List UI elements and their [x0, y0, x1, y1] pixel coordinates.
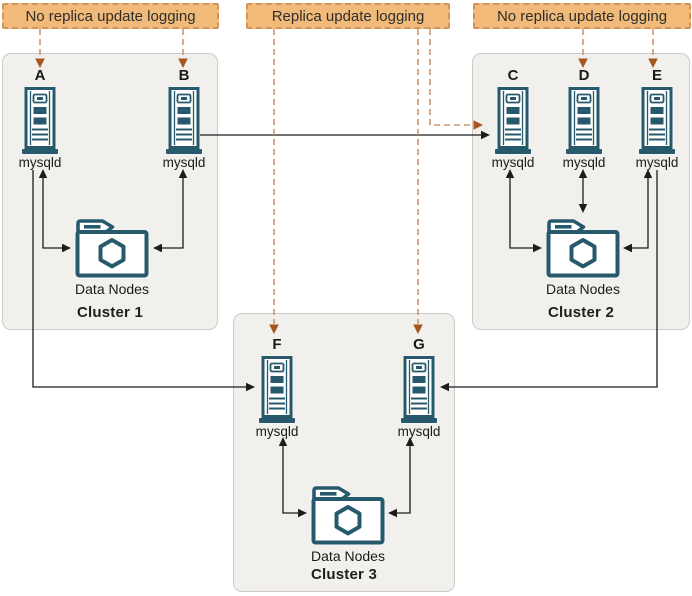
node-letter: D	[578, 67, 590, 84]
dashed-legend-to-c	[429, 29, 473, 126]
node-letter: G	[413, 336, 425, 353]
server-tower-icon	[565, 87, 603, 155]
mysqld-label: mysqld	[18, 155, 62, 170]
server-tower-icon	[21, 87, 59, 155]
cluster-3-box: F mysqld G mysqld Data Nodes Cluster 3	[233, 313, 455, 592]
folder-hexagon-icon	[75, 219, 149, 278]
folder-hexagon-icon	[546, 219, 620, 278]
data-nodes-cluster-1: Data Nodes	[52, 214, 172, 297]
cluster-title: Cluster 1	[77, 304, 143, 321]
mysqld-label: mysqld	[255, 424, 299, 439]
data-nodes-label: Data Nodes	[311, 548, 385, 564]
cluster-1-box: A mysqld B mysqld Data Nodes Cluster 1	[2, 53, 218, 330]
server-tower-icon	[400, 356, 438, 424]
server-tower-icon	[494, 87, 532, 155]
node-B: B mysqld	[152, 67, 216, 171]
mysqld-label: mysqld	[162, 155, 206, 170]
data-nodes-label: Data Nodes	[75, 281, 149, 297]
folder-hexagon-icon	[311, 486, 385, 545]
data-nodes-cluster-3: Data Nodes	[288, 481, 408, 564]
server-tower-icon	[638, 87, 676, 155]
node-letter: A	[34, 67, 46, 84]
cluster-2-box: C mysqld D mysqld E mysqld Data Nodes Cl…	[472, 53, 690, 330]
node-letter: F	[272, 336, 282, 353]
legend-no-replica-update-logging-right: No replica update logging	[473, 3, 691, 29]
mysqld-label: mysqld	[562, 155, 606, 170]
node-F: F mysqld	[245, 336, 309, 440]
cluster-title: Cluster 3	[311, 566, 377, 583]
cluster-title: Cluster 2	[548, 304, 614, 321]
mysqld-label: mysqld	[491, 155, 535, 170]
node-C: C mysqld	[481, 67, 545, 171]
legend-label: No replica update logging	[496, 7, 668, 25]
node-letter: C	[507, 67, 519, 84]
mysqld-label: mysqld	[635, 155, 679, 170]
server-tower-icon	[258, 356, 296, 424]
node-D: D mysqld	[552, 67, 616, 171]
node-A: A mysqld	[8, 67, 72, 171]
data-nodes-label: Data Nodes	[546, 281, 620, 297]
server-tower-icon	[165, 87, 203, 155]
legend-no-replica-update-logging-left: No replica update logging	[2, 3, 219, 29]
data-nodes-cluster-2: Data Nodes	[523, 214, 643, 297]
legend-label: Replica update logging	[271, 7, 425, 25]
node-E: E mysqld	[625, 67, 689, 171]
node-G: G mysqld	[387, 336, 451, 440]
node-letter: B	[178, 67, 190, 84]
node-letter: E	[651, 67, 662, 84]
legend-label: No replica update logging	[25, 7, 196, 25]
mysqld-label: mysqld	[397, 424, 441, 439]
legend-replica-update-logging: Replica update logging	[246, 3, 450, 29]
